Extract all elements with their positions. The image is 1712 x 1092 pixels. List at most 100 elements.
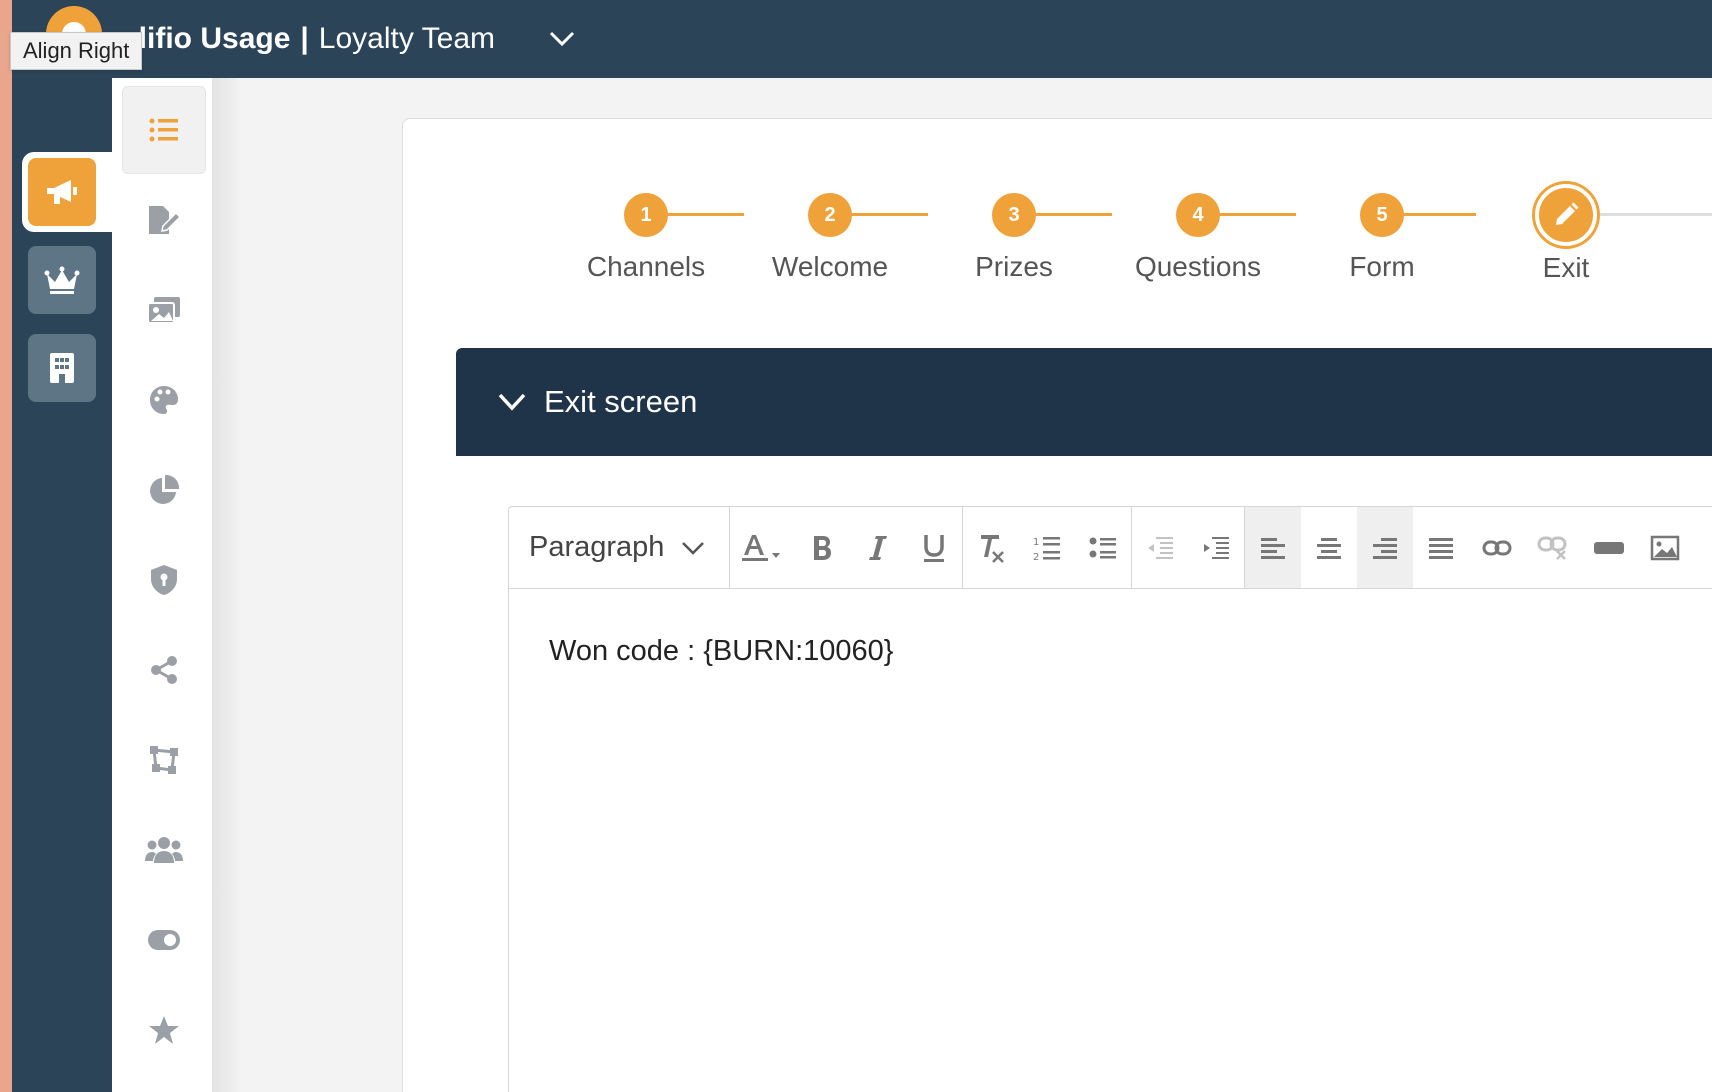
subnav-item-media[interactable]: [122, 266, 206, 354]
exit-screen-panel-header[interactable]: Exit screen: [456, 348, 1712, 456]
step-channels[interactable]: 1 Channels: [556, 188, 736, 283]
link-button[interactable]: [1469, 507, 1525, 588]
star-icon: [149, 1016, 179, 1044]
underline-icon: [924, 534, 944, 562]
toolbar-group-format: Paragraph: [509, 507, 730, 588]
images-icon: [147, 297, 180, 324]
subnav-item-settings[interactable]: [122, 896, 206, 984]
wizard-stepper: 1 Channels 2 Welcome 3 Prizes 4 Question…: [560, 184, 1712, 298]
step-label: Questions: [1134, 251, 1262, 282]
step-connector-pending: [1570, 213, 1712, 216]
step-connector: [646, 213, 744, 216]
block-format-value: Paragraph: [529, 531, 665, 563]
crown-icon: [44, 266, 80, 294]
align-left-button[interactable]: [1245, 507, 1301, 588]
chevron-down-icon[interactable]: [496, 390, 528, 414]
numbered-list-button[interactable]: 1 2: [1019, 507, 1075, 588]
step-connector: [1014, 213, 1112, 216]
italic-button[interactable]: [850, 507, 906, 588]
tooltip: Align Right: [10, 32, 143, 70]
italic-icon: [869, 535, 887, 560]
pencil-icon: [1556, 202, 1579, 225]
link-icon: [1482, 540, 1512, 555]
insert-image-button[interactable]: [1637, 507, 1693, 588]
unlink-icon: [1537, 536, 1567, 560]
underline-button[interactable]: [906, 507, 962, 588]
toolbar-group-text: [730, 507, 963, 588]
step-connector: [830, 213, 928, 216]
block-format-select[interactable]: Paragraph: [509, 507, 729, 588]
share-icon: [151, 656, 177, 684]
step-current-marker: [1535, 184, 1597, 246]
subnav-item-design[interactable]: [122, 356, 206, 444]
outdent-icon: [1148, 536, 1173, 559]
secondary-nav: [112, 78, 212, 1092]
toolbar-group-align: [1245, 507, 1693, 588]
align-center-icon: [1317, 537, 1341, 559]
step-questions[interactable]: 4 Questions: [1108, 188, 1288, 283]
outdent-button[interactable]: [1132, 507, 1188, 588]
step-next-partial[interactable]: S: [1690, 188, 1712, 283]
step-form[interactable]: 5 Form: [1292, 188, 1472, 283]
align-center-button[interactable]: [1301, 507, 1357, 588]
app-title-text: alifio Usage: [122, 22, 291, 55]
list-icon: [149, 118, 178, 142]
top-bar: alifio Usage|Loyalty Team: [12, 0, 1712, 78]
step-connector: [1198, 213, 1296, 216]
subnav-item-content[interactable]: [122, 176, 206, 264]
step-prizes[interactable]: 3 Prizes: [924, 188, 1104, 283]
font-color-button[interactable]: [730, 507, 794, 588]
step-number: 1: [624, 193, 668, 237]
svg-text:1: 1: [1033, 537, 1039, 548]
step-welcome[interactable]: 2 Welcome: [740, 188, 920, 283]
editor-content[interactable]: Won code : {BURN:10060}: [549, 635, 894, 667]
numbered-list-icon: 1 2: [1033, 536, 1060, 562]
edit-document-icon: [149, 206, 181, 234]
svg-text:2: 2: [1033, 552, 1039, 562]
pie-chart-icon: [150, 474, 180, 504]
step-label: Exit: [1542, 252, 1590, 283]
bold-button[interactable]: [794, 507, 850, 588]
toggle-icon: [148, 930, 180, 950]
rail-item-campaigns[interactable]: [28, 158, 96, 226]
subnav-item-favorites[interactable]: [122, 986, 206, 1074]
insert-button-button[interactable]: [1581, 507, 1637, 588]
image-icon: [1650, 535, 1680, 560]
bulleted-list-button[interactable]: [1075, 507, 1131, 588]
step-number: 2: [808, 193, 852, 237]
step-connector: [1382, 213, 1476, 216]
window-edge: [0, 0, 12, 1092]
subnav-item-security[interactable]: [122, 536, 206, 624]
step-label: Prizes: [975, 251, 1053, 282]
subnav-item-participants[interactable]: [122, 806, 206, 894]
step-label: Welcome: [771, 251, 889, 282]
remove-format-button[interactable]: [963, 507, 1019, 588]
subnav-item-steps[interactable]: [122, 86, 206, 174]
font-color-icon: [742, 534, 780, 561]
justify-button[interactable]: [1413, 507, 1469, 588]
align-right-button[interactable]: [1357, 507, 1413, 588]
shield-icon: [151, 565, 177, 595]
subnav-shadow: [212, 78, 242, 1092]
step-number: 5: [1360, 193, 1404, 237]
unlink-button[interactable]: [1525, 507, 1581, 588]
megaphone-icon: [47, 180, 77, 204]
step-number: 4: [1176, 193, 1220, 237]
app-title: alifio Usage|Loyalty Team: [122, 20, 495, 58]
users-icon: [145, 837, 183, 863]
remove-format-icon: [981, 534, 1004, 563]
step-exit[interactable]: Exit: [1476, 184, 1656, 284]
bulleted-list-icon: [1089, 537, 1116, 558]
team-chevron-down-icon[interactable]: [546, 26, 578, 52]
team-name[interactable]: Loyalty Team: [318, 22, 496, 55]
bold-icon: [814, 535, 831, 560]
vector-shape-icon: [150, 746, 178, 774]
indent-button[interactable]: [1188, 507, 1244, 588]
rail-item-loyalty[interactable]: [28, 246, 96, 314]
rail-item-organization[interactable]: [28, 334, 96, 402]
subnav-item-share[interactable]: [122, 626, 206, 714]
subnav-item-integrations[interactable]: [122, 716, 206, 804]
align-left-icon: [1261, 537, 1285, 559]
button-icon: [1594, 541, 1624, 554]
subnav-item-stats[interactable]: [122, 446, 206, 534]
